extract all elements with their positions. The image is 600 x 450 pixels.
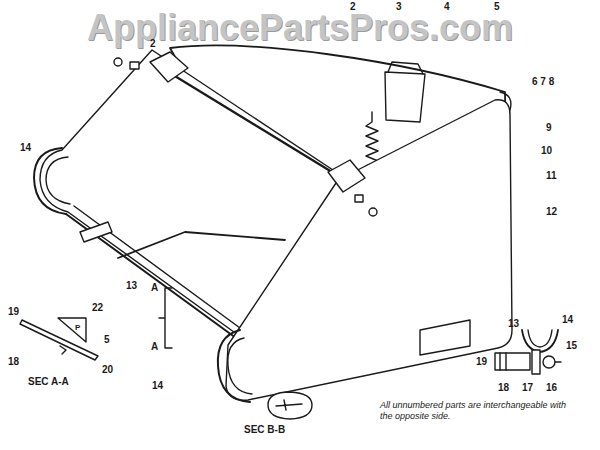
inset-nut bbox=[543, 356, 555, 368]
callout-number: 2 bbox=[150, 38, 156, 49]
front-frame-curve bbox=[218, 330, 250, 402]
rear-bracket bbox=[385, 72, 425, 122]
front-frame-curve-inner bbox=[46, 157, 70, 204]
section-label: SEC A-A bbox=[28, 376, 69, 387]
callout-number: 4 bbox=[444, 1, 450, 12]
note: All unnumbered parts are interchangeable… bbox=[380, 400, 570, 422]
callout-number: 12 bbox=[546, 206, 557, 217]
cross-rod bbox=[165, 70, 345, 180]
callout-number: 13 bbox=[508, 318, 519, 329]
nut bbox=[114, 58, 122, 66]
section-a-plate bbox=[58, 318, 86, 342]
callout-number: 3 bbox=[396, 1, 402, 12]
callout-number: 19 bbox=[476, 356, 487, 367]
bottom-frame-rod-inner bbox=[74, 206, 240, 328]
callout-number: 14 bbox=[562, 314, 573, 325]
callout-number: 5 bbox=[104, 334, 110, 345]
callout-number: 9 bbox=[546, 122, 552, 133]
right-side-panel bbox=[226, 100, 512, 400]
rod-bracket bbox=[150, 52, 188, 82]
washer bbox=[130, 62, 139, 69]
section-bracket bbox=[159, 288, 172, 348]
callout-number: 22 bbox=[92, 302, 103, 313]
callout-number: 2 bbox=[350, 1, 356, 12]
section-letter: A bbox=[151, 341, 158, 352]
frame-rod bbox=[118, 232, 285, 258]
callout-number: 18 bbox=[8, 356, 19, 367]
callout-number: 14 bbox=[20, 142, 31, 153]
inset-frame-inner bbox=[528, 330, 552, 347]
callout-number: 15 bbox=[566, 340, 577, 351]
callout-number: 11 bbox=[546, 170, 557, 181]
callout-number: 5 bbox=[494, 1, 500, 12]
callout-number: 16 bbox=[546, 382, 557, 393]
inset-bushing-ribs bbox=[500, 353, 506, 370]
inset-plate bbox=[532, 350, 540, 374]
section-label: SEC B-B bbox=[244, 424, 285, 435]
side-tab bbox=[80, 222, 112, 242]
callout-number: 10 bbox=[541, 145, 552, 156]
side-patch bbox=[420, 320, 470, 355]
section-letter: A bbox=[151, 282, 158, 293]
inset-shaft bbox=[555, 361, 561, 362]
section-b-outline bbox=[268, 392, 312, 419]
washer bbox=[355, 195, 363, 202]
bottom-frame-rod bbox=[66, 214, 236, 338]
callout-number: 13 bbox=[126, 280, 137, 291]
section-mark: P bbox=[75, 322, 80, 333]
callout-number: 17 bbox=[522, 382, 533, 393]
rear-bracket-hook bbox=[388, 62, 423, 74]
inset-frame bbox=[522, 330, 558, 352]
nut bbox=[369, 208, 377, 216]
section-b-part bbox=[276, 400, 302, 410]
callout-number: 18 bbox=[498, 382, 509, 393]
callout-number: 14 bbox=[152, 380, 163, 391]
callout-number: 20 bbox=[102, 364, 113, 375]
callout-number: 19 bbox=[8, 306, 19, 317]
section-a-fastener bbox=[60, 346, 66, 354]
inset-bushing bbox=[495, 353, 530, 370]
front-frame-curve-inner bbox=[228, 338, 252, 394]
callout-number: 6 7 8 bbox=[532, 76, 554, 87]
rod-bracket bbox=[328, 160, 365, 192]
